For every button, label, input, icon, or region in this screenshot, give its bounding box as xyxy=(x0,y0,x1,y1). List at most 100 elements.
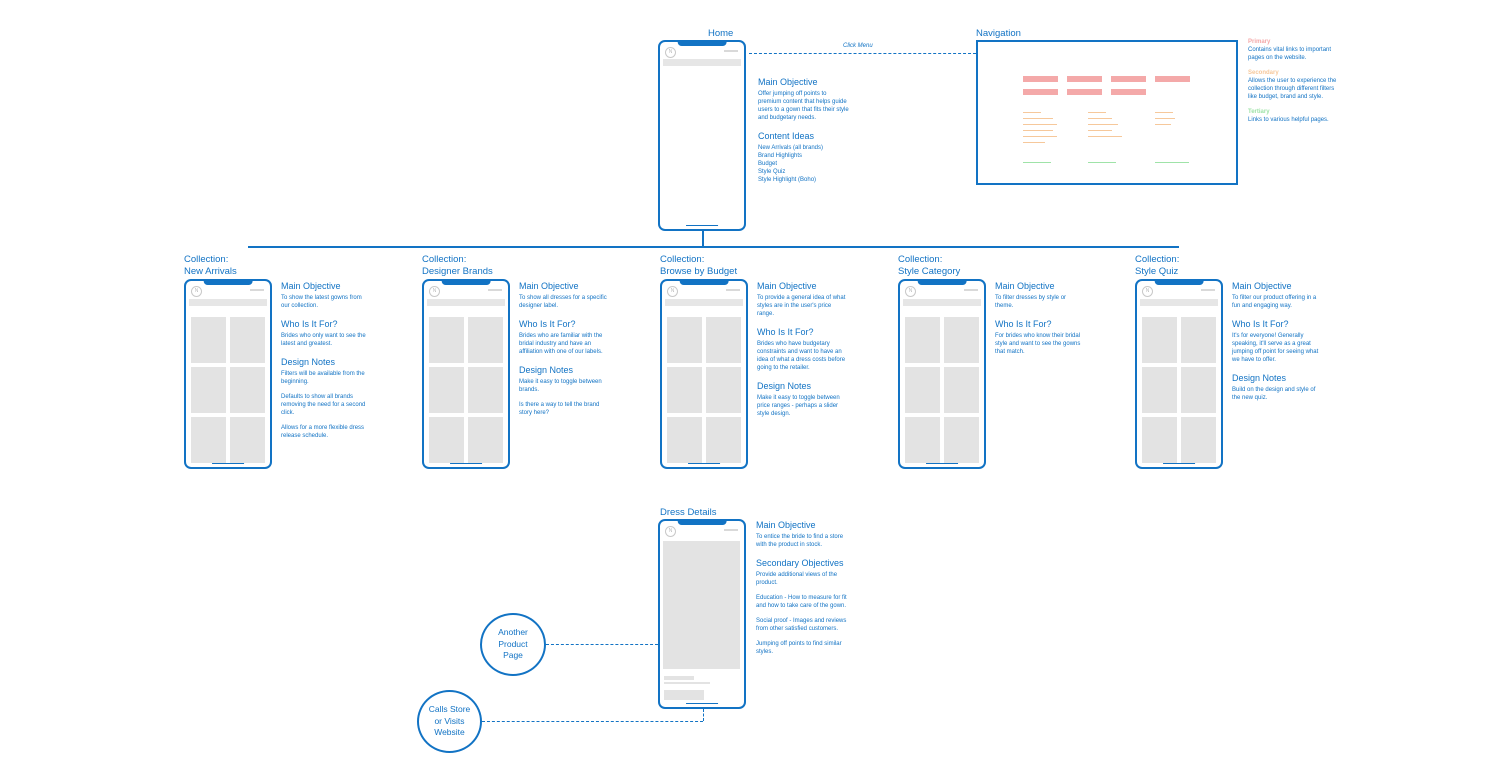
phone-notch xyxy=(1154,279,1204,285)
phone-notch xyxy=(441,279,491,285)
menu-icon xyxy=(1201,289,1215,291)
product-tile xyxy=(1142,367,1177,413)
heading: Who Is It For? xyxy=(995,319,1052,329)
paragraph: Allows for a more flexible dress release… xyxy=(281,425,365,439)
header-bar xyxy=(663,59,741,66)
collection-phone-mockup: N xyxy=(184,279,272,469)
phone-notch xyxy=(917,279,967,285)
node-line: Website xyxy=(434,727,465,738)
menu-icon xyxy=(724,50,738,52)
paragraph: Education - How to measure for fit and h… xyxy=(756,595,847,609)
product-tile xyxy=(191,317,226,363)
product-tile xyxy=(468,317,503,363)
legend-text: Allows the user to experience the collec… xyxy=(1248,78,1337,100)
content-idea: Brand Highlights xyxy=(758,153,803,159)
legend-text: Contains vital links to important pages … xyxy=(1248,47,1332,61)
product-tile xyxy=(905,367,940,413)
home-phone-mockup: N xyxy=(658,40,746,231)
heading: Who Is It For? xyxy=(1232,319,1289,329)
product-tile xyxy=(429,317,464,363)
menu-icon xyxy=(724,529,738,531)
home-indicator xyxy=(686,702,718,704)
collection-phone-mockup: N xyxy=(422,279,510,469)
secondary-link xyxy=(1088,112,1106,113)
collection-phone-mockup: N xyxy=(660,279,748,469)
product-name-bar xyxy=(664,676,694,680)
node-line: Page xyxy=(503,650,523,661)
dress-details-phone-mockup: N xyxy=(658,519,746,709)
click-menu-connector xyxy=(749,53,976,54)
collection-title-line1: Collection: xyxy=(898,254,943,265)
product-tile xyxy=(944,317,979,363)
product-tile xyxy=(1181,417,1216,463)
product-tile xyxy=(230,317,265,363)
filter-bar xyxy=(427,299,505,306)
logo-icon: N xyxy=(191,286,202,297)
secondary-link xyxy=(1023,118,1053,119)
product-tile xyxy=(230,367,265,413)
logo-icon: N xyxy=(1142,286,1153,297)
secondary-link xyxy=(1023,130,1053,131)
logo-icon: N xyxy=(905,286,916,297)
product-image xyxy=(663,541,740,669)
paragraph: To entice the bride to find a store with… xyxy=(756,534,844,548)
product-tile xyxy=(1142,417,1177,463)
collection-title: Collection:Designer Brands xyxy=(422,254,493,278)
logo-icon: N xyxy=(429,286,440,297)
heading: Main Objective xyxy=(995,281,1055,291)
product-tile xyxy=(667,417,702,463)
primary-link xyxy=(1067,89,1102,95)
heading: Who Is It For? xyxy=(757,327,814,337)
another-product-connector xyxy=(546,644,658,645)
collection-phone-mockup: N xyxy=(1135,279,1223,469)
secondary-link xyxy=(1023,142,1045,143)
heading: Main Objective xyxy=(756,520,816,530)
primary-link xyxy=(1023,76,1058,82)
secondary-link xyxy=(1155,112,1173,113)
home-notes: Main Objective Offer jumping off points … xyxy=(758,77,850,184)
paragraph: To show the latest gowns from our collec… xyxy=(281,295,362,309)
menu-icon xyxy=(726,289,740,291)
node-line: Another xyxy=(498,627,528,638)
home-title: Home xyxy=(708,28,734,39)
home-indicator xyxy=(1163,462,1195,464)
dress-details-notes: Main Objective To entice the bride to fi… xyxy=(756,520,850,656)
calls-store-connector xyxy=(482,721,703,722)
paragraph: To filter dresses by style or theme. xyxy=(995,295,1067,309)
paragraph: For brides who know their bridal style a… xyxy=(995,333,1081,355)
collection-title: Collection:New Arrivals xyxy=(184,254,237,278)
heading: Main Objective xyxy=(758,77,818,87)
paragraph: Brides who only want to see the latest a… xyxy=(281,333,366,347)
collection-title: Collection:Style Category xyxy=(898,254,960,278)
product-tile xyxy=(1142,317,1177,363)
collection-title-line2: Style Category xyxy=(898,266,961,277)
heading: Who Is It For? xyxy=(281,319,338,329)
product-desc-bar xyxy=(664,682,710,684)
menu-icon xyxy=(488,289,502,291)
product-tile xyxy=(429,367,464,413)
secondary-link xyxy=(1023,124,1057,125)
legend-text: Links to various helpful pages. xyxy=(1248,117,1329,123)
heading: Who Is It For? xyxy=(519,319,576,329)
paragraph: Build on the design and style of the new… xyxy=(1232,387,1316,401)
product-tile xyxy=(191,417,226,463)
dress-details-title: Dress Details xyxy=(660,507,717,518)
heading: Design Notes xyxy=(281,357,336,367)
collection-title: Collection:Browse by Budget xyxy=(660,254,737,278)
paragraph: Filters will be available from the begin… xyxy=(281,371,365,385)
node-line: Product xyxy=(498,638,528,649)
product-tile xyxy=(706,367,741,413)
paragraph: Is there a way to tell the brand story h… xyxy=(519,402,600,416)
legend-heading: Secondary xyxy=(1248,70,1279,76)
secondary-link xyxy=(1023,112,1041,113)
content-idea: Style Highlight (Boho) xyxy=(758,177,817,183)
content-idea: New Arrivals (all brands) xyxy=(758,145,824,151)
heading: Secondary Objectives xyxy=(756,558,844,568)
paragraph: Jumping off points to find similar style… xyxy=(756,641,842,655)
product-tile xyxy=(905,417,940,463)
product-tile xyxy=(230,417,265,463)
collection-title-line1: Collection: xyxy=(184,254,229,265)
